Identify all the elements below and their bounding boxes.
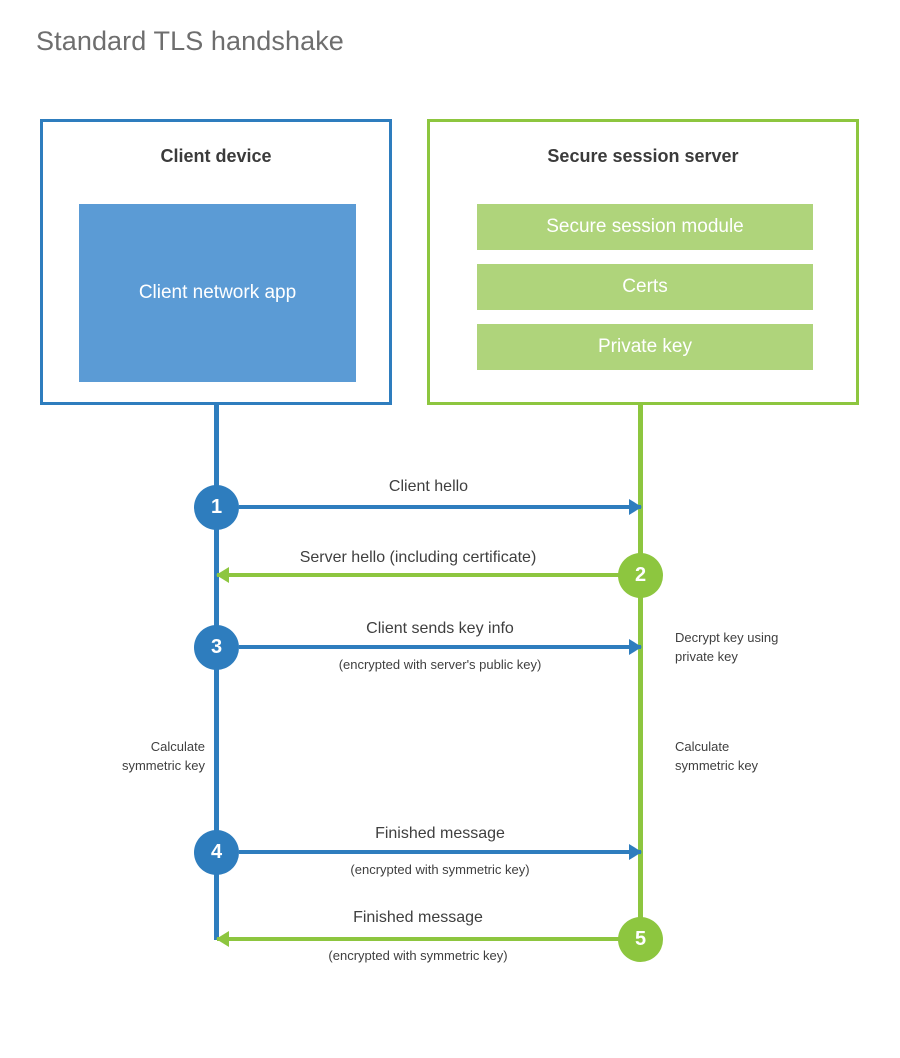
arrow-head-right-icon: [629, 499, 642, 515]
secure-session-server-box: Secure session server Secure session mod…: [427, 119, 859, 405]
step-2-arrow: [216, 567, 619, 583]
arrow-shaft: [239, 850, 641, 854]
arrow-shaft: [217, 937, 619, 941]
arrow-head-right-icon: [629, 844, 642, 860]
arrow-head-right-icon: [629, 639, 642, 655]
step-2-circle[interactable]: 2: [618, 553, 663, 598]
server-lifeline: [638, 403, 643, 940]
client-device-box: Client device Client network app: [40, 119, 392, 405]
step-1-circle[interactable]: 1: [194, 485, 239, 530]
client-device-title: Client device: [160, 146, 272, 166]
step-4-circle[interactable]: 4: [194, 830, 239, 875]
arrow-shaft: [239, 505, 641, 509]
step-3-circle[interactable]: 3: [194, 625, 239, 670]
arrow-shaft: [239, 645, 641, 649]
arrow-head-left-icon: [216, 931, 229, 947]
step-5-arrow: [216, 931, 619, 947]
server-block-secure-session-module: Secure session module: [477, 204, 813, 250]
client-network-app-block: Client network app: [79, 204, 356, 382]
step-3-sublabel: (encrypted with server's public key): [338, 657, 542, 672]
step-1-label: Client hello: [388, 478, 469, 495]
note-server-calculate-symmetric-key: Calculate symmetric key: [675, 739, 759, 773]
step-3-label: Client sends key info: [366, 620, 514, 637]
step-5-circle[interactable]: 5: [618, 917, 663, 962]
page-title: Standard TLS handshake: [36, 26, 344, 56]
client-lifeline: [214, 403, 219, 940]
step-1-arrow: [239, 499, 642, 515]
step-4-sublabel: (encrypted with symmetric key): [350, 862, 530, 877]
step-5-sublabel: (encrypted with symmetric key): [328, 948, 508, 963]
step-2-label: Server hello (including certificate): [299, 549, 537, 566]
note-decrypt-key: Decrypt key using private key: [675, 630, 779, 664]
server-block-private-key: Private key: [477, 324, 813, 370]
server-block-certs: Certs: [477, 264, 813, 310]
secure-session-server-title: Secure session server: [547, 146, 739, 166]
arrow-head-left-icon: [216, 567, 229, 583]
step-4-label: Finished message: [375, 825, 505, 842]
arrow-shaft: [217, 573, 619, 577]
step-5-label: Finished message: [353, 909, 483, 926]
step-4-arrow: [239, 844, 642, 860]
note-client-calculate-symmetric-key: Calculate symmetric key: [121, 739, 205, 773]
step-3-arrow: [239, 639, 642, 655]
